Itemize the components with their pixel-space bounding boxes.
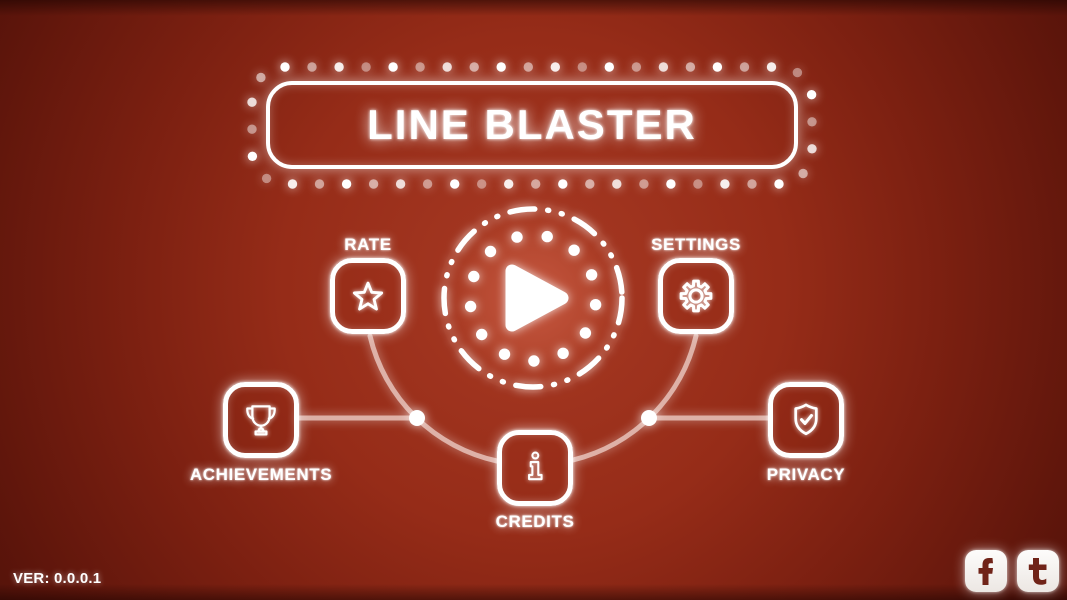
settings-button[interactable] [658, 258, 734, 334]
play-ring-dots [464, 230, 602, 367]
credits-button[interactable] [497, 430, 573, 506]
facebook-icon [978, 558, 993, 585]
rate-button[interactable] [330, 258, 406, 334]
privacy-label: PRIVACY [766, 465, 846, 484]
credits-label: CREDITS [495, 512, 575, 531]
marquee-lights [247, 62, 817, 189]
shield-check-icon [794, 403, 818, 436]
facebook-button[interactable] [965, 550, 1007, 592]
privacy-button[interactable] [768, 382, 844, 458]
twitter-button[interactable] [1017, 550, 1059, 592]
rate-label: RATE [344, 235, 392, 254]
twitter-icon [1028, 558, 1047, 585]
play-icon [505, 264, 569, 332]
info-icon [528, 451, 543, 481]
connector-nodes [409, 410, 657, 426]
achievements-button[interactable] [223, 382, 299, 458]
settings-label: SETTINGS [651, 235, 741, 254]
star-icon [352, 281, 384, 311]
trophy-icon [246, 405, 276, 436]
title-banner: LINE BLASTER [266, 81, 798, 169]
version-label: VER: 0.0.0.1 [13, 570, 102, 587]
play-ring-dashed [441, 206, 625, 390]
game-title: LINE BLASTER [367, 101, 697, 148]
gear-icon [679, 279, 713, 313]
achievements-label: ACHIEVEMENTS [189, 465, 333, 484]
